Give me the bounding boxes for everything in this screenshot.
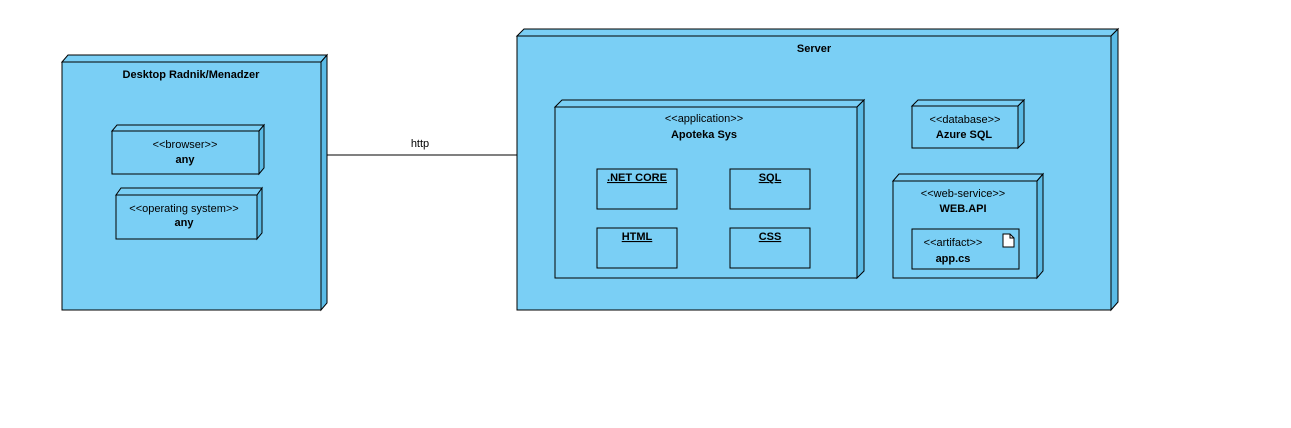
database-node-top: [910, 99, 1026, 107]
os-name: any: [175, 217, 195, 229]
browser-name: any: [176, 154, 196, 166]
component-dotnet-core-box: [596, 168, 678, 210]
component-sql[interactable]: SQL: [729, 168, 811, 210]
database-node-side: [1017, 98, 1025, 150]
browser-stereotype: <<browser>>: [153, 139, 218, 151]
component-dotnet-core[interactable]: .NET CORE: [596, 168, 678, 210]
webservice-node-side: [1036, 172, 1044, 280]
document-icon: [1002, 233, 1015, 248]
artifact-name: app.cs: [936, 253, 971, 265]
component-css[interactable]: CSS: [729, 227, 811, 269]
component-sql-label: SQL: [759, 172, 782, 184]
server-node-top: [515, 28, 1120, 37]
component-dotnet-core-label: .NET CORE: [607, 172, 667, 184]
component-html-label: HTML: [622, 231, 653, 243]
os-node-body: [115, 194, 258, 240]
component-css-label: CSS: [759, 231, 782, 243]
database-node-body: [911, 105, 1019, 149]
browser-node-top: [110, 124, 266, 132]
application-name: Apoteka Sys: [671, 129, 737, 141]
webservice-stereotype: <<web-service>>: [921, 188, 1005, 200]
application-node-side: [856, 98, 865, 280]
desktop-node-body: [61, 61, 322, 311]
component-html[interactable]: HTML: [596, 227, 678, 269]
webservice-node-top: [891, 173, 1045, 182]
application-stereotype: <<application>>: [665, 113, 743, 125]
browser-node-side: [258, 123, 265, 176]
artifact-stereotype: <<artifact>>: [924, 237, 983, 249]
desktop-node-top: [60, 54, 329, 63]
browser-node-body: [111, 130, 260, 175]
database-node[interactable]: <<database>> Azure SQL: [910, 98, 1026, 150]
server-node-title: Server: [797, 43, 832, 55]
server-node-side: [1110, 27, 1119, 312]
desktop-node-side: [320, 53, 328, 312]
application-node-top: [553, 99, 866, 108]
browser-node[interactable]: <<browser>> any: [110, 123, 266, 176]
database-name: Azure SQL: [936, 129, 993, 141]
component-css-box: [729, 227, 811, 269]
os-stereotype: <<operating system>>: [129, 203, 238, 215]
artifact-node[interactable]: <<artifact>> app.cs: [911, 228, 1020, 270]
webservice-name: WEB.API: [939, 203, 986, 215]
os-node[interactable]: <<operating system>> any: [115, 186, 263, 241]
os-node-top: [115, 187, 263, 196]
artifact-node-body: [911, 228, 1020, 270]
os-node-side: [256, 186, 263, 241]
desktop-node-title: Desktop Radnik/Menadzer: [123, 69, 261, 81]
connection-label: http: [411, 138, 429, 150]
component-html-box: [596, 227, 678, 269]
database-stereotype: <<database>>: [930, 114, 1001, 126]
desktop-node[interactable]: Desktop Radnik/Menadzer: [60, 53, 329, 312]
component-sql-box: [729, 168, 811, 210]
